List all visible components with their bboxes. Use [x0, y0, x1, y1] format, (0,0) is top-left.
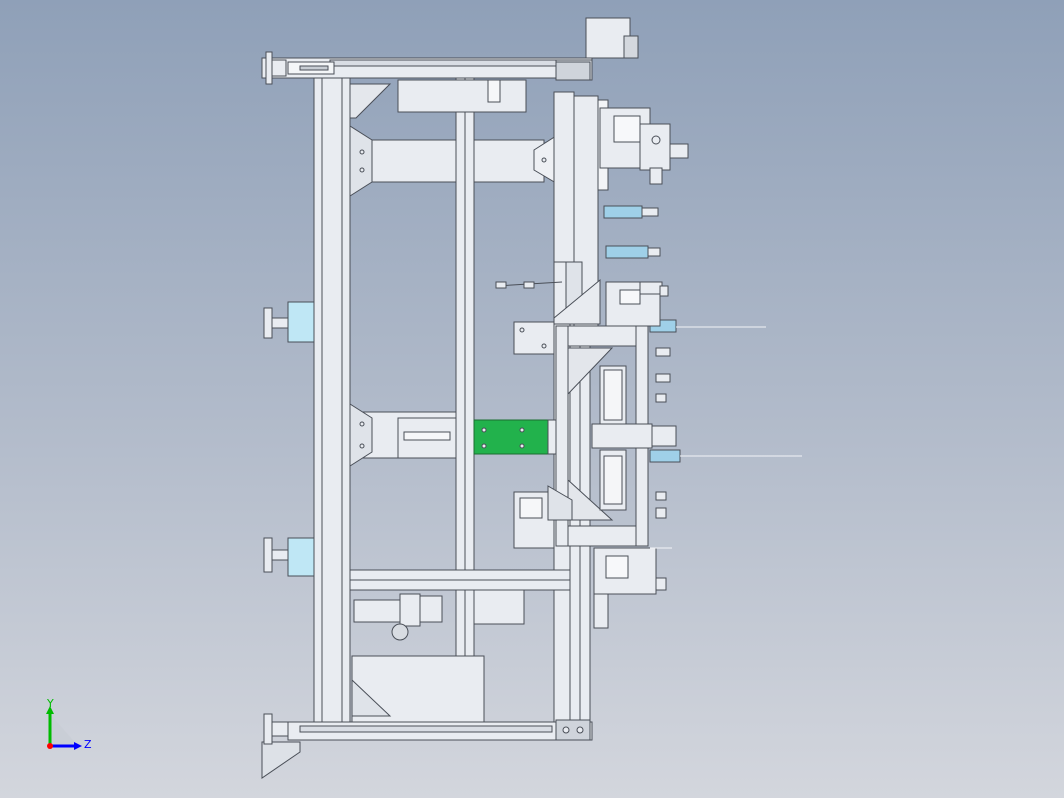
- triad-plane: [50, 714, 78, 746]
- cross-member-lower: [349, 569, 571, 591]
- y-axis-head: [46, 706, 54, 714]
- vertical-profile-left: [313, 77, 351, 723]
- gear-motor: [353, 589, 525, 641]
- fittings-right: [655, 347, 671, 519]
- top-plate: [397, 79, 527, 113]
- leveling-foot-top: [265, 51, 287, 85]
- bottom-panel: [351, 655, 485, 723]
- gusset-bracket-top: [349, 83, 392, 119]
- y-axis-label: Y: [46, 697, 54, 710]
- linear-guide-plate: [397, 417, 557, 459]
- leveling-foot-lower-mid: [263, 537, 317, 577]
- mounting-plate-middle: [513, 321, 555, 355]
- inner-cylinder-upper: [599, 365, 627, 427]
- air-cylinder-4: [649, 449, 681, 463]
- gripper-cluster-bottom: [593, 547, 667, 629]
- vertical-profile-center: [455, 77, 475, 723]
- center-clamp-block: [591, 423, 677, 449]
- z-axis-label: Z: [84, 738, 92, 751]
- inner-cylinder-lower: [599, 449, 627, 511]
- leader-lines: [650, 326, 802, 549]
- cable-fitting-line: [495, 281, 563, 289]
- corner-bracket-top: [555, 61, 591, 81]
- central-frame: [555, 325, 649, 547]
- lower-motor-housing: [513, 485, 573, 549]
- air-cylinder-2: [605, 245, 661, 259]
- x-axis-dot: [47, 743, 53, 749]
- cross-member-upper: [349, 125, 545, 197]
- support-brace: [553, 261, 601, 325]
- corner-bracket-bottom: [555, 719, 591, 741]
- bottom-rail: [261, 721, 593, 779]
- gripper-cluster-top: [599, 107, 689, 185]
- top-rail: [261, 57, 593, 79]
- air-cylinder-1: [603, 205, 659, 219]
- leveling-foot-upper-mid: [263, 301, 317, 343]
- coordinate-triad: Y Z: [46, 697, 92, 751]
- leveling-foot-bottom: [263, 713, 289, 745]
- z-axis-head: [74, 742, 82, 750]
- gripper-cluster-middle: [605, 281, 669, 327]
